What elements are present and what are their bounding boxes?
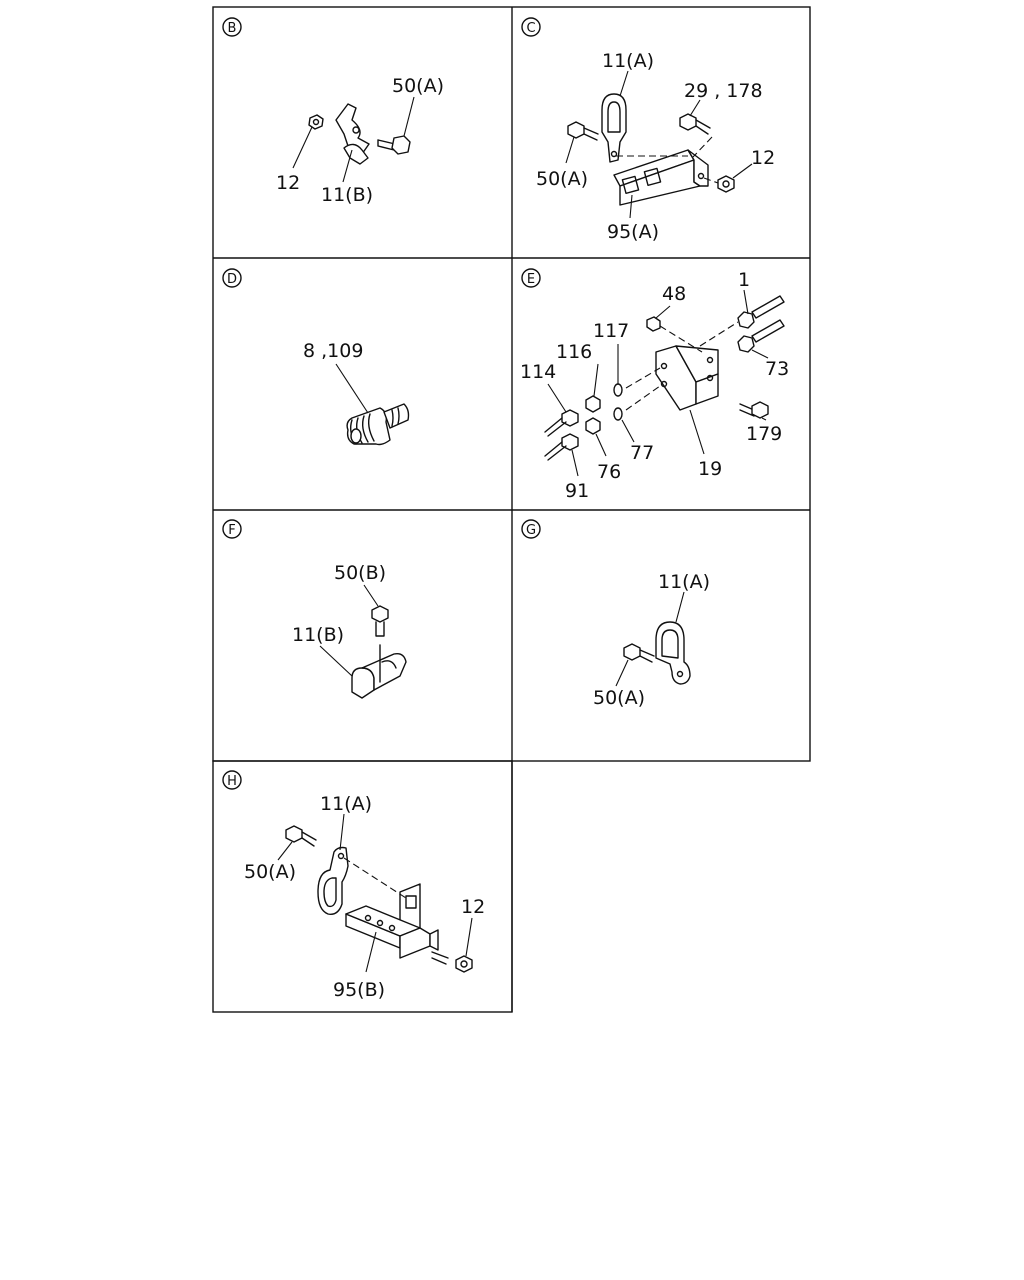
clip-11b-part [335,103,370,165]
clip-11a-h-part [317,846,349,915]
panel-b-letter: B [228,21,237,36]
nut-12-part [308,114,324,130]
nut-48-part [646,316,661,332]
callout-50a: 50(A) [536,168,588,190]
bracket-95b-part [345,883,439,959]
nut-12-c-part [717,175,735,193]
callout-50a: 50(A) [244,861,296,883]
fitting-1-part [737,295,785,329]
nut-12-h-part [455,955,473,973]
callout-12: 12 [461,896,485,918]
bolt-29-178-part [679,113,711,135]
bolt-179-part [739,401,769,419]
nut-76-part [585,417,601,435]
panel-e-marker: E [521,268,541,288]
panel-c-marker: C [521,17,541,37]
bolt-12-h-part [431,951,449,965]
callout-76: 76 [597,461,621,483]
bolt-114-part [544,409,579,437]
panel-g-letter: G [526,523,536,538]
callout-50a: 50(A) [392,75,444,97]
panel-h-letter: H [227,774,237,789]
panel-h-marker: H [222,770,242,790]
callout-95a: 95(A) [607,221,659,243]
callout-48: 48 [662,283,686,305]
callout-114: 114 [520,361,556,383]
bolt-50a-h-part [285,825,317,847]
panel-f: F 50(B) 11(B) [222,519,407,699]
washer-77-part [613,407,623,421]
callout-50b: 50(B) [334,562,386,584]
panel-f-letter: F [228,523,235,538]
callout-12: 12 [751,147,775,169]
callout-11b: 11(B) [292,624,344,646]
callout-19: 19 [698,458,722,480]
panel-f-marker: F [222,519,242,539]
panel-b-marker: B [222,17,242,37]
clip-11a-part [601,93,627,163]
callout-95b: 95(B) [333,979,385,1001]
panel-g-marker: G [521,519,541,539]
clip-11a-g-part [655,621,691,685]
bolt-91-part [544,433,579,461]
callout-11a: 11(A) [602,50,654,72]
callout-77: 77 [630,442,654,464]
callout-117: 117 [593,320,629,342]
panel-d: D 8 ,109 [222,268,410,446]
bolt-50a-g-part [623,643,655,663]
bolt-50b-part [371,605,389,637]
bolt-50a-left-part [567,121,599,141]
fitting-73-part [737,319,785,353]
callout-11b: 11(B) [321,184,373,206]
washer-117-part [613,383,623,397]
callout-1: 1 [738,269,750,291]
bracket-19-part [655,345,719,411]
callout-73: 73 [765,358,789,380]
panel-c-letter: C [526,21,535,36]
panel-e-letter: E [527,272,535,287]
panel-e: E [520,268,789,502]
fitting-8-109-part [346,403,410,446]
callout-8-109: 8 ,109 [303,340,363,362]
callout-12: 12 [276,172,300,194]
bolt-50a-part [377,135,411,155]
callout-179: 179 [746,423,782,445]
callout-91: 91 [565,480,589,502]
panel-d-letter: D [227,272,237,287]
nut-116-part [585,395,601,413]
panel-b: B 50(A) 12 11(B) [222,17,444,206]
grid-frame [212,6,811,1013]
panel-h: H [222,770,485,1001]
callout-11a: 11(A) [320,793,372,815]
callout-50a: 50(A) [593,687,645,709]
callout-116: 116 [556,341,592,363]
panel-c: C [521,17,775,243]
callout-11a: 11(A) [658,571,710,593]
callout-29-178: 29 , 178 [684,80,763,102]
clip-11b-f-part [351,644,407,699]
panel-d-marker: D [222,268,242,288]
bracket-95a-part [613,149,709,206]
panel-g: G 11(A) 50(A) [521,519,710,709]
